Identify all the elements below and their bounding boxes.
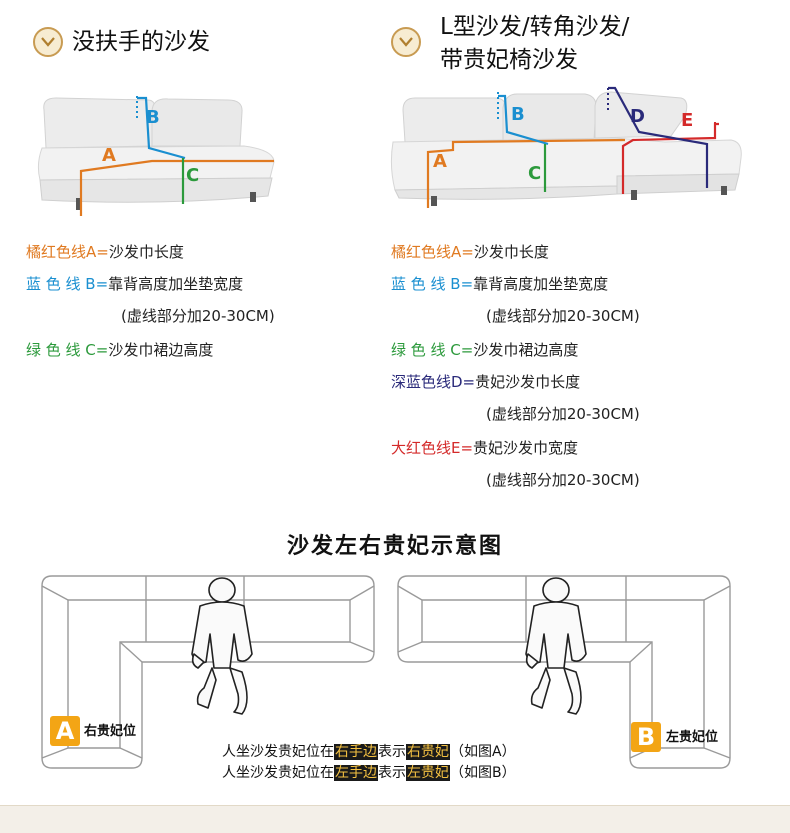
legend-text: 沙发巾裙边高度	[473, 341, 579, 359]
chevron-down-icon	[391, 27, 421, 57]
note-highlight: 右贵妃	[406, 744, 450, 760]
l-shaped-sofa-diagram	[390, 86, 742, 208]
chevron-down-icon	[33, 27, 63, 57]
label-e: E	[681, 110, 694, 131]
note-prefix: 人坐沙发贵妃位在	[222, 765, 334, 781]
legend-note: (虚线部分加20-30CM)	[486, 307, 640, 325]
legend-key: 深蓝色线D=	[391, 373, 476, 391]
tag-b-label: 左贵妃位	[666, 730, 719, 745]
label-b: B	[511, 104, 525, 125]
legend-line-c: 绿 色 线 C=沙发巾裙边高度	[26, 340, 213, 360]
note-mid: 表示	[378, 744, 406, 760]
legend-line-b: 蓝 色 线 B=靠背高度加坐垫宽度	[26, 274, 243, 294]
note-line-1: 人坐沙发贵妃位在右手边表示右贵妃（如图A）	[222, 742, 516, 762]
legend-key: 蓝 色 线 B=	[391, 275, 474, 293]
note-highlight: 右手边	[334, 744, 378, 760]
legend-line-e: 大红色线E=贵妃沙发巾宽度	[391, 438, 578, 458]
note-highlight: 左手边	[334, 765, 378, 781]
legend-line-a: 橘红色线A=沙发巾长度	[391, 242, 549, 262]
tag-a-label: 右贵妃位	[84, 724, 137, 739]
legend-text: 靠背高度加坐垫宽度	[473, 275, 609, 293]
left-heading: 没扶手的沙发	[72, 29, 210, 55]
note-mid: 表示	[378, 765, 406, 781]
label-d: D	[630, 106, 645, 127]
legend-note: (虚线部分加20-30CM)	[486, 405, 640, 423]
label-b: B	[146, 107, 160, 128]
tag-b-letter: B	[631, 722, 661, 752]
legend-note: (虚线部分加20-30CM)	[486, 471, 640, 489]
note-suffix: （如图A）	[450, 744, 516, 760]
legend-text: 贵妃沙发巾长度	[475, 373, 581, 391]
legend-key: 大红色线E=	[391, 439, 474, 457]
right-heading-line2: 带贵妃椅沙发	[440, 47, 578, 73]
armless-sofa-diagram	[37, 96, 275, 216]
label-c: C	[528, 163, 542, 184]
legend-key: 橘红色线A=	[26, 243, 109, 261]
person-icon	[191, 577, 253, 715]
tag-a-letter: A	[50, 716, 80, 746]
chaise-section-title: 沙发左右贵妃示意图	[286, 534, 503, 559]
label-c: C	[186, 165, 200, 186]
legend-key: 橘红色线A=	[391, 243, 474, 261]
right-chaise-topview	[41, 575, 375, 769]
label-a: A	[102, 145, 116, 166]
person-icon	[525, 577, 587, 715]
legend-note: (虚线部分加20-30CM)	[121, 307, 275, 325]
right-heading-line1: L型沙发/转角沙发/	[440, 14, 630, 40]
legend-text: 靠背高度加坐垫宽度	[108, 275, 244, 293]
legend-text: 沙发巾长度	[108, 243, 184, 261]
legend-key: 绿 色 线 C=	[26, 341, 109, 359]
footer-band	[0, 805, 790, 833]
legend-text: 沙发巾裙边高度	[108, 341, 214, 359]
note-highlight: 左贵妃	[406, 765, 450, 781]
legend-key: 绿 色 线 C=	[391, 341, 474, 359]
legend-text: 沙发巾长度	[473, 243, 549, 261]
legend-line-b: 蓝 色 线 B=靠背高度加坐垫宽度	[391, 274, 608, 294]
legend-key: 蓝 色 线 B=	[26, 275, 109, 293]
legend-line-a: 橘红色线A=沙发巾长度	[26, 242, 184, 262]
note-suffix: （如图B）	[450, 765, 516, 781]
note-line-2: 人坐沙发贵妃位在左手边表示左贵妃（如图B）	[222, 763, 516, 783]
note-prefix: 人坐沙发贵妃位在	[222, 744, 334, 760]
legend-text: 贵妃沙发巾宽度	[473, 439, 579, 457]
legend-line-d: 深蓝色线D=贵妃沙发巾长度	[391, 372, 580, 392]
legend-line-c: 绿 色 线 C=沙发巾裙边高度	[391, 340, 578, 360]
label-a: A	[433, 151, 447, 172]
